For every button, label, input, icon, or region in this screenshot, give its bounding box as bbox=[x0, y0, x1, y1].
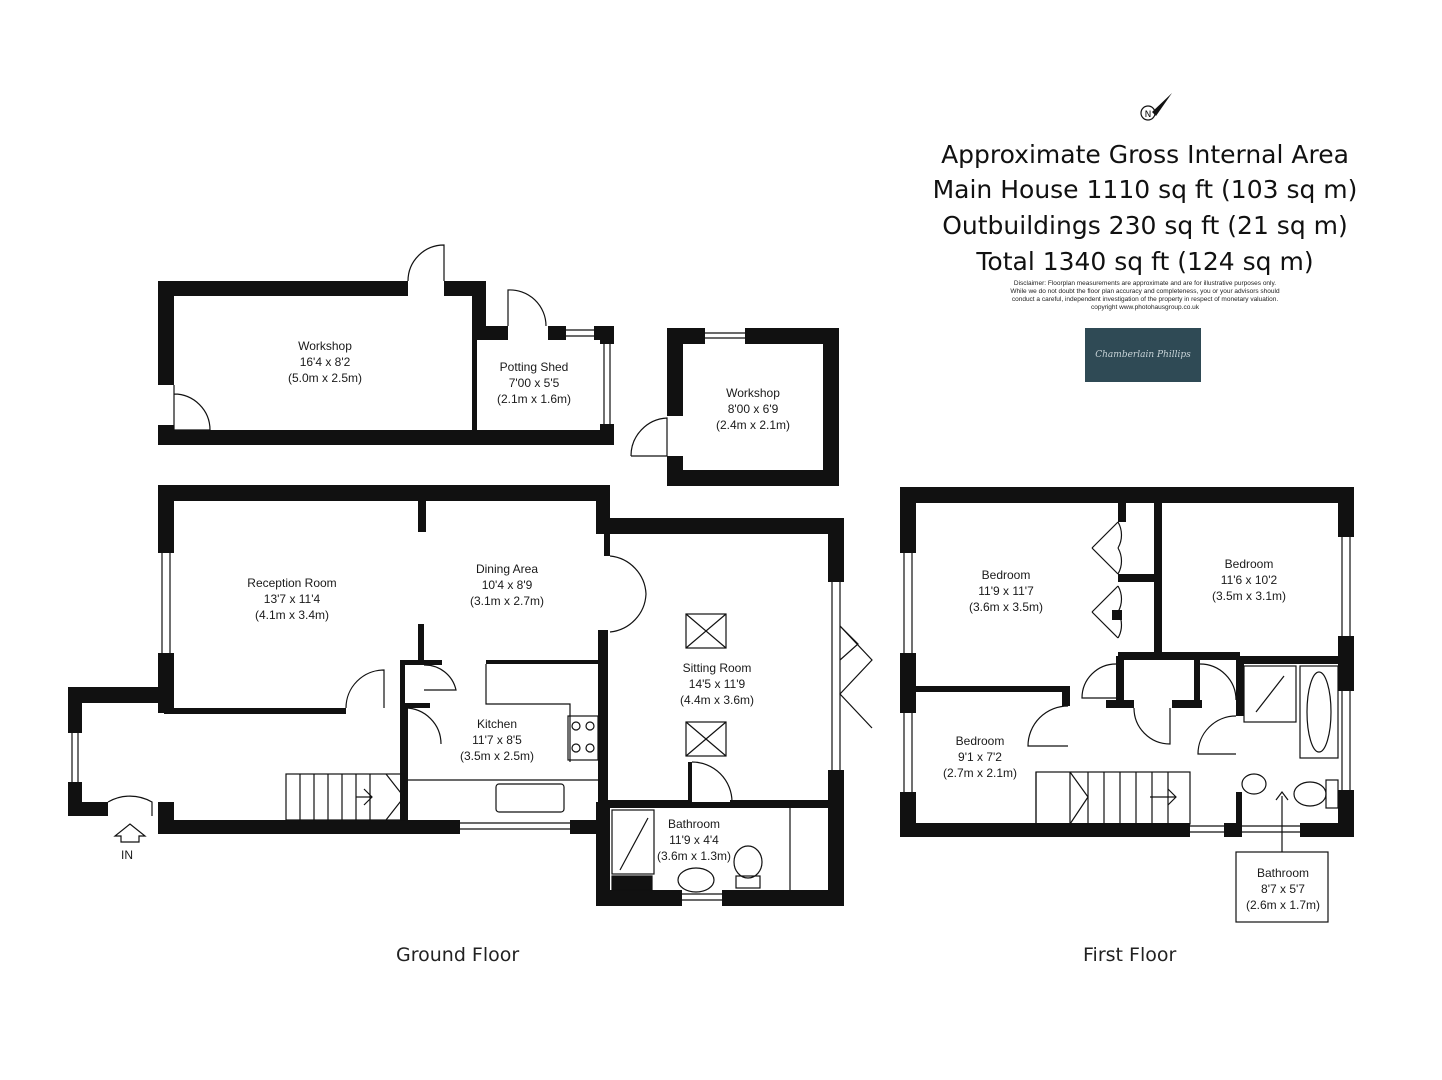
ground-floor-fittings bbox=[71, 553, 873, 901]
disclaimer: Disclaimer: Floorplan measurements are a… bbox=[930, 280, 1360, 312]
first-floor-caption: First Floor bbox=[1083, 944, 1177, 966]
ground-floor-caption: Ground Floor bbox=[396, 944, 520, 966]
disclaimer-line: While we do not doubt the floor plan acc… bbox=[1010, 288, 1280, 295]
first-floor-walls bbox=[900, 487, 1354, 837]
disclaimer-line: Disclaimer: Floorplan measurements are a… bbox=[1013, 280, 1277, 287]
logo-text: Chamberlain Phillips bbox=[1095, 350, 1191, 360]
disclaimer-line: conduct a careful, independent investiga… bbox=[1011, 296, 1279, 303]
first-floor-fittings bbox=[903, 521, 1351, 923]
north-compass-icon: N bbox=[1140, 93, 1172, 121]
ground-floor-walls bbox=[68, 485, 844, 906]
entrance-label: IN bbox=[121, 848, 133, 862]
area-heading: Approximate Gross Internal Area bbox=[941, 140, 1349, 169]
area-main-house: Main House 1110 sq ft (103 sq m) bbox=[932, 175, 1358, 204]
disclaimer-line: copyright www.photohausgroup.co.uk bbox=[1090, 304, 1200, 311]
compass-letter: N bbox=[1145, 110, 1152, 120]
area-total: Total 1340 sq ft (124 sq m) bbox=[976, 247, 1314, 276]
area-outbuildings: Outbuildings 230 sq ft (21 sq m) bbox=[942, 211, 1348, 240]
agent-logo: Chamberlain Phillips bbox=[1085, 328, 1201, 382]
outbuilding-doors bbox=[173, 244, 746, 457]
outbuilding-walls bbox=[158, 281, 839, 486]
